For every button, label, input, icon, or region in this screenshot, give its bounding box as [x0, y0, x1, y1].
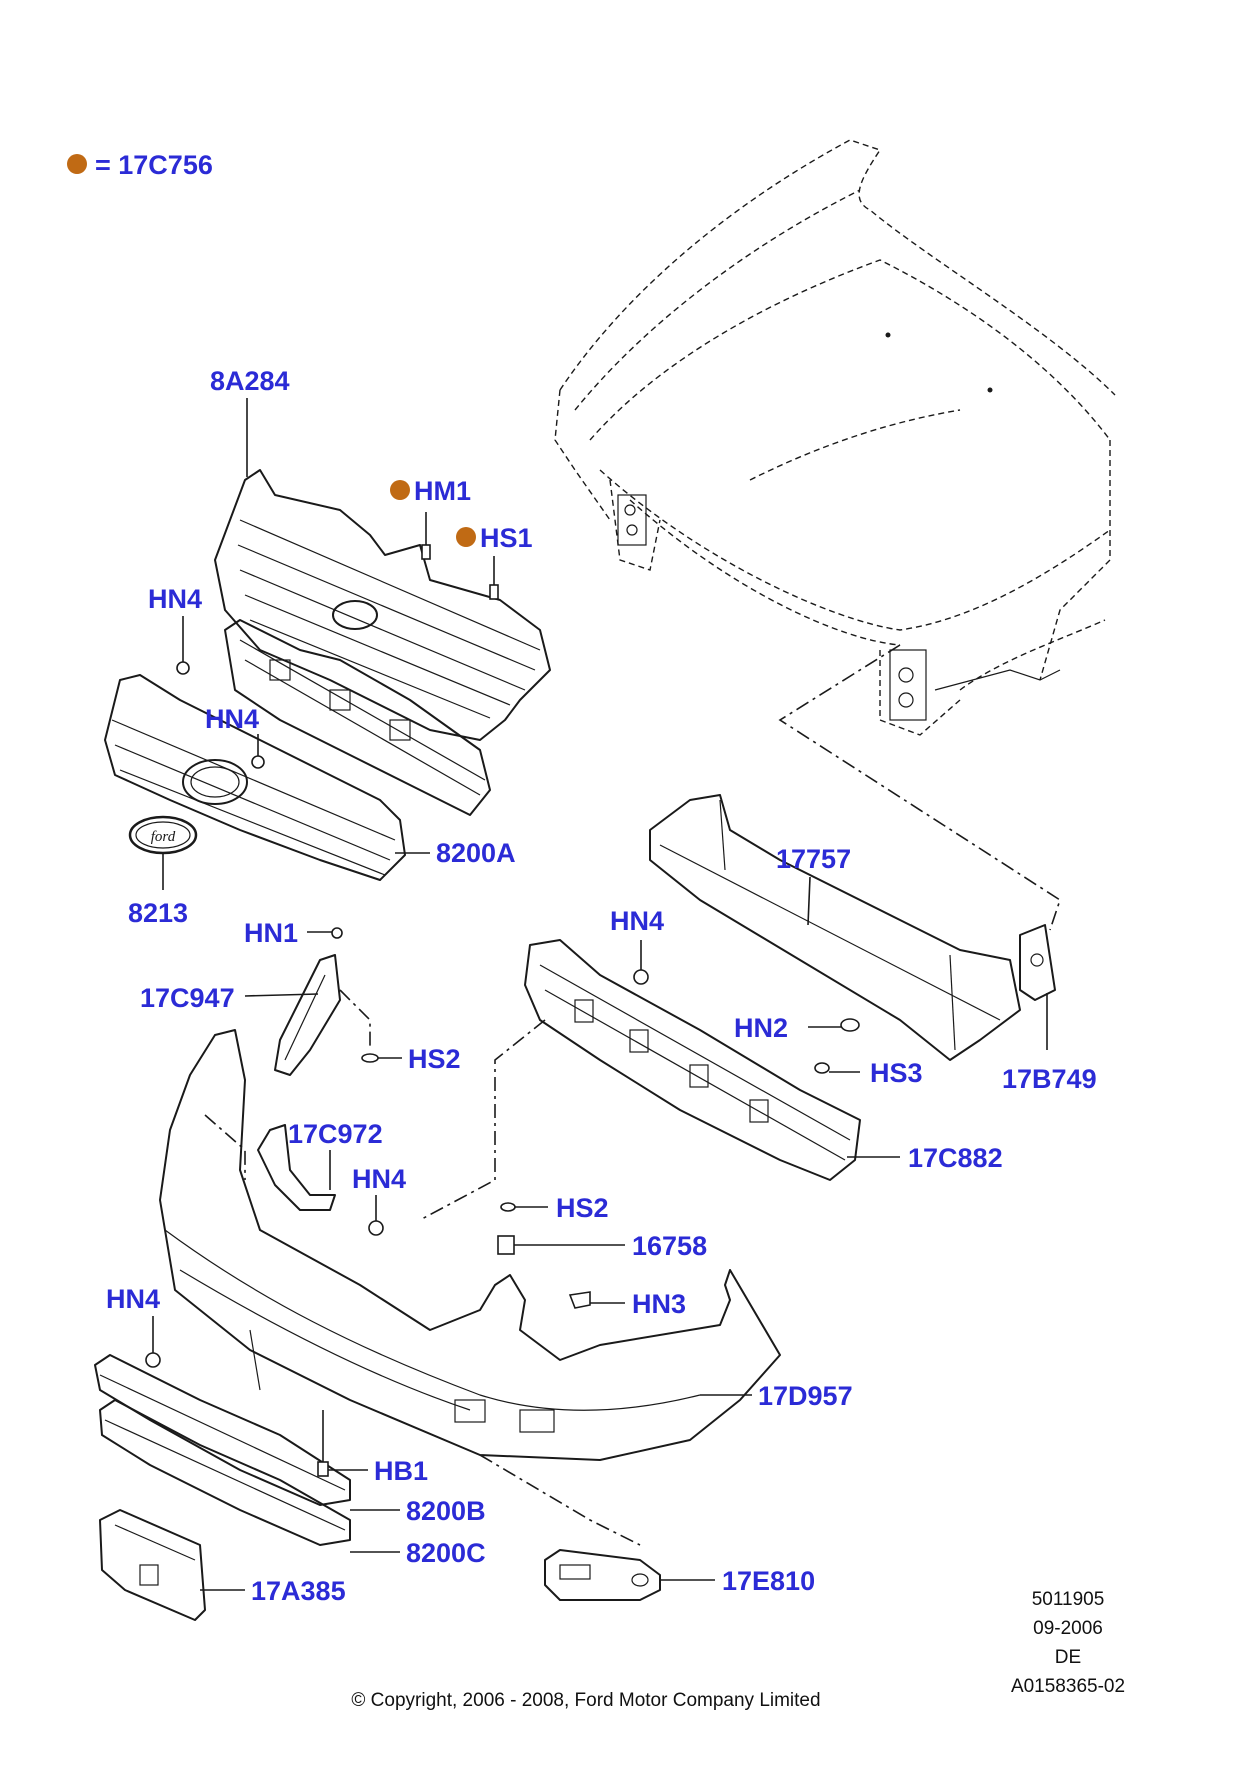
callout-hn4-b: HN4	[205, 704, 259, 734]
callout-17c972: 17C972	[288, 1119, 383, 1149]
info-date: 09-2006	[1033, 1618, 1103, 1639]
callout-hm1: HM1	[414, 476, 471, 506]
info-language: DE	[1055, 1647, 1081, 1668]
callout-hs2-a: HS2	[408, 1044, 461, 1074]
callout-hn4-a: HN4	[148, 584, 202, 614]
callout-hn4-e: HN4	[106, 1284, 160, 1314]
bumper-beam-17757	[649, 794, 1021, 1061]
svg-text:ford: ford	[151, 829, 176, 845]
callout-8213: 8213	[128, 898, 188, 928]
lower-grille-8200a	[104, 674, 406, 881]
callout-17c947: 17C947	[140, 983, 235, 1013]
copyright: © Copyright, 2006 - 2008, Ford Motor Com…	[351, 1690, 820, 1711]
callout-17b749: 17B749	[1002, 1064, 1097, 1094]
callout-hn4-c: HN4	[610, 906, 664, 936]
callout-8200b: 8200B	[406, 1496, 486, 1526]
callout-8200a: 8200A	[436, 838, 516, 868]
bezel-17e810	[544, 1549, 661, 1601]
callout-dot-hm1	[390, 480, 410, 500]
strip-8200b	[94, 1354, 351, 1506]
info-part-number: 5011905	[1032, 1589, 1105, 1610]
callout-17c882: 17C882	[908, 1143, 1003, 1173]
callout-hn4-d: HN4	[352, 1164, 406, 1194]
callout-hb1: HB1	[374, 1456, 428, 1486]
callout-hn1: HN1	[244, 918, 298, 948]
info-drawing-id: A0158365-02	[1011, 1676, 1125, 1697]
legend-text: = 17C756	[95, 150, 213, 180]
legend: = 17C756	[67, 150, 213, 180]
callout-17a385: 17A385	[251, 1576, 346, 1606]
callout-hs3: HS3	[870, 1058, 923, 1088]
fasteners	[145, 544, 860, 1477]
info-block: 5011905 09-2006 DE A0158365-02	[1011, 1589, 1125, 1697]
callout-hs1: HS1	[480, 523, 533, 553]
legend-dot	[67, 154, 87, 174]
energy-absorber-17c882	[524, 939, 861, 1181]
callout-17e810: 17E810	[722, 1566, 815, 1596]
bracket-17c972	[257, 1124, 336, 1211]
bracket-17b749	[1019, 924, 1056, 1001]
grille-reinforcement	[224, 619, 491, 816]
callout-16758: 16758	[632, 1231, 707, 1261]
callout-labels: 8A284 HM1 HS1 HN4 HN4 8200A 8213 HN1 17C…	[106, 366, 1097, 1606]
callout-17757: 17757	[776, 844, 851, 874]
hood-outline	[554, 139, 1116, 736]
bracket-17c947	[274, 954, 341, 1076]
callout-hn2: HN2	[734, 1013, 788, 1043]
callout-hs2-b: HS2	[556, 1193, 609, 1223]
callout-hn3: HN3	[632, 1289, 686, 1319]
strip-8200c	[99, 1399, 351, 1546]
callout-dot-hs1	[456, 527, 476, 547]
upper-grille-8a284	[214, 469, 551, 741]
callout-17d957: 17D957	[758, 1381, 853, 1411]
leader-lines	[152, 398, 1048, 1591]
bumper-cover-17d957	[159, 1029, 781, 1461]
callout-8a284: 8A284	[210, 366, 290, 396]
ford-emblem-8213: ford	[128, 815, 198, 855]
license-bracket-17a385	[99, 1509, 206, 1621]
callout-8200c: 8200C	[406, 1538, 486, 1568]
